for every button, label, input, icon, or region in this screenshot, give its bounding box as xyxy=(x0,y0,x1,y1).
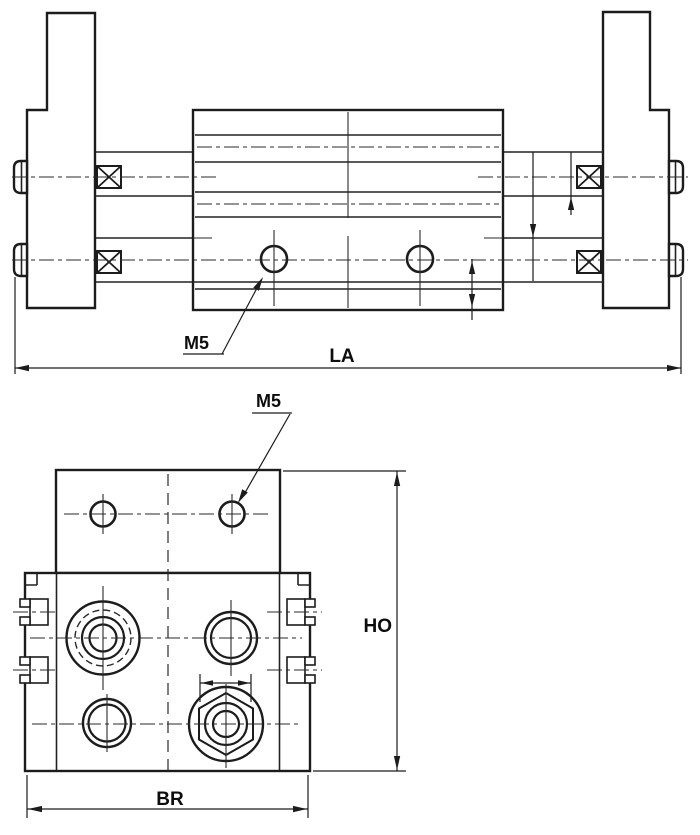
side-view: LA M5 xyxy=(12,10,688,374)
port-label-side: M5 xyxy=(184,333,209,353)
dimension-br: BR xyxy=(26,775,309,818)
bores xyxy=(30,474,302,770)
left-end-plate xyxy=(12,11,97,310)
t-slot-lip xyxy=(19,616,31,626)
t-slot-lip xyxy=(19,598,31,608)
cylinder-body xyxy=(95,108,603,312)
dimension-marks xyxy=(468,152,575,320)
port-label-end: M5 xyxy=(256,391,281,411)
port-callout-end: M5 xyxy=(238,391,292,503)
dimension-ho: HO xyxy=(283,470,406,772)
t-slot-lip xyxy=(304,598,316,608)
t-slot-lip xyxy=(304,656,316,666)
right-end-plate xyxy=(601,10,685,310)
guide-rods xyxy=(95,151,603,239)
t-slot-lip xyxy=(19,656,31,666)
port-callout-side: M5 xyxy=(183,277,263,355)
height-dimension-label: HO xyxy=(364,616,393,637)
t-slot-lip xyxy=(304,674,316,684)
centerlines-side xyxy=(12,176,688,261)
dimension-hex xyxy=(199,674,252,702)
t-slots xyxy=(13,598,322,684)
t-slot-lip xyxy=(19,674,31,684)
dimension-la: LA xyxy=(14,277,682,374)
t-slot-lip xyxy=(304,616,316,626)
end-view: BR HO M5 xyxy=(13,391,406,818)
width-dimension-label: BR xyxy=(156,789,184,810)
length-dimension-label: LA xyxy=(329,346,355,367)
